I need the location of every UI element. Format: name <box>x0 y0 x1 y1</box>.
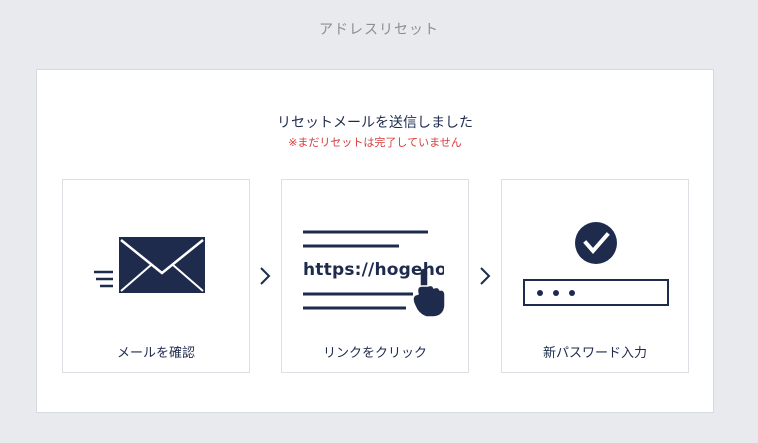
page-title: アドレスリセット <box>319 22 439 38</box>
step-label: 新パスワード入力 <box>542 346 647 361</box>
envelope-icon <box>94 237 205 293</box>
not-complete-warning: ※まだリセットは完了していません <box>288 136 462 149</box>
step-label: リンクをクリック <box>322 346 427 361</box>
password-field-illustration <box>523 279 669 306</box>
chevron-right-icon <box>260 267 271 285</box>
url-text: https://hogehoge <box>303 260 444 280</box>
password-check-icon <box>523 222 669 306</box>
step-click-link: https://hogehoge リンクをクリック <box>281 179 469 373</box>
pointer-hand-icon <box>412 267 446 318</box>
step-new-password: 新パスワード入力 <box>501 179 689 373</box>
sent-message: リセットメールを送信しました <box>277 115 473 131</box>
chevron-right-icon <box>480 267 491 285</box>
check-circle-icon <box>575 222 617 264</box>
reset-card: リセットメールを送信しました ※まだリセットは完了していません メールを確認 <box>36 69 714 413</box>
step-check-email: メールを確認 <box>62 179 250 373</box>
link-click-icon <box>303 230 446 318</box>
step-label: メールを確認 <box>116 346 195 361</box>
